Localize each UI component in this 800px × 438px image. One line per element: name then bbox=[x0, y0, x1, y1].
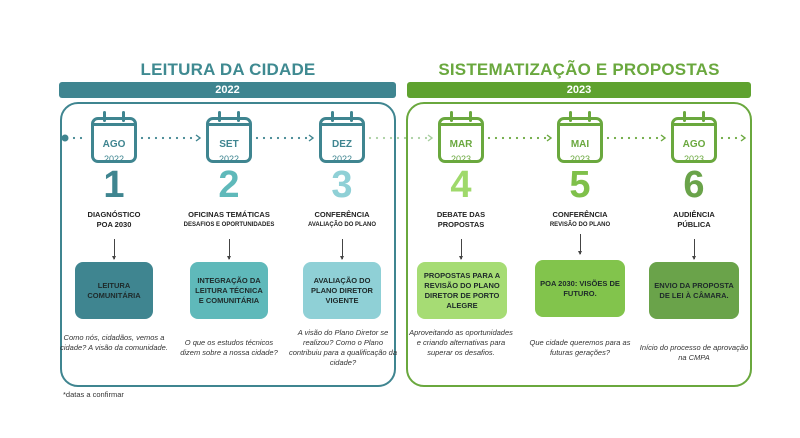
step-number-2: 2 bbox=[218, 164, 240, 206]
arrow-down-icon bbox=[578, 234, 582, 255]
step-box-1: LEITURA COMUNITÁRIA bbox=[75, 262, 153, 319]
year-bar-2022: 2022 bbox=[59, 82, 396, 98]
step-number-5: 5 bbox=[569, 164, 591, 206]
step-box-2: INTEGRAÇÃO DA LEITURA TÉCNICA E COMUNITÁ… bbox=[190, 262, 268, 319]
calendar-icon-step-6: AGO 2023 bbox=[671, 111, 717, 164]
step-year: 2023 bbox=[683, 154, 705, 164]
step-year: 2022 bbox=[103, 154, 125, 164]
step-description-1: Como nós, cidadãos, vemos a cidade? A vi… bbox=[60, 333, 168, 352]
step-year: 2023 bbox=[569, 154, 591, 164]
phase-panel-2023 bbox=[406, 102, 752, 387]
step-description-5: Que cidade queremos para as futuras gera… bbox=[529, 338, 631, 357]
footnote: *datas a confirmar bbox=[63, 390, 124, 399]
step-box-3: AVALIAÇÃO DO PLANO DIRETOR VIGENTE bbox=[303, 262, 381, 319]
step-box-6: ENVIO DA PROPOSTA DE LEI À CÂMARA. bbox=[649, 262, 739, 319]
step-description-6: Início do processo de aprovação na CMPA bbox=[639, 343, 749, 362]
step-box-4: PROPOSTAS PARA A REVISÃO DO PLANO DIRETO… bbox=[417, 262, 507, 319]
step-year: 2022 bbox=[218, 154, 240, 164]
timeline-dot bbox=[396, 136, 400, 140]
step-description-4: Aproveitando as oportunidades e criando … bbox=[409, 328, 513, 357]
calendar-icon-step-1: AGO 2022 bbox=[91, 111, 137, 164]
arrow-down-icon bbox=[459, 239, 463, 260]
step-box-5: POA 2030: VISÕES DE FUTURO. bbox=[535, 260, 625, 317]
phase-panel-2022 bbox=[60, 102, 396, 387]
step-month: DEZ bbox=[332, 139, 352, 150]
arrow-down-icon bbox=[692, 239, 696, 260]
step-month: AGO bbox=[102, 139, 126, 150]
arrow-down-icon bbox=[227, 239, 231, 260]
calendar-icon-step-4: MAR 2023 bbox=[438, 111, 484, 164]
step-month: AGO bbox=[682, 139, 706, 150]
year-bar-2023: 2023 bbox=[407, 82, 751, 98]
arrow-down-icon bbox=[112, 239, 116, 260]
calendar-icon-step-2: SET 2022 bbox=[206, 111, 252, 164]
step-month: SET bbox=[219, 139, 239, 150]
phase-title-leitura: LEITURA DA CIDADE bbox=[140, 60, 316, 79]
step-description-3: A visão do Plano Diretor se realizou? Co… bbox=[289, 328, 397, 367]
calendar-icon-step-5: MAI 2023 bbox=[557, 111, 603, 164]
step-month: MAR bbox=[449, 139, 473, 150]
step-number-3: 3 bbox=[331, 164, 353, 206]
step-number-4: 4 bbox=[450, 164, 472, 206]
step-number-1: 1 bbox=[103, 164, 125, 206]
step-year: 2023 bbox=[450, 154, 472, 164]
calendar-icon-step-3: DEZ 2022 bbox=[319, 111, 365, 164]
step-year: 2022 bbox=[331, 154, 353, 164]
phase-title-sistematizacao: SISTEMATIZAÇÃO E PROPOSTAS bbox=[438, 60, 720, 79]
step-month: MAI bbox=[570, 139, 590, 150]
arrow-down-icon bbox=[340, 239, 344, 260]
step-number-6: 6 bbox=[683, 164, 705, 206]
step-description-2: O que os estudos técnicos dizem sobre a … bbox=[180, 338, 278, 357]
